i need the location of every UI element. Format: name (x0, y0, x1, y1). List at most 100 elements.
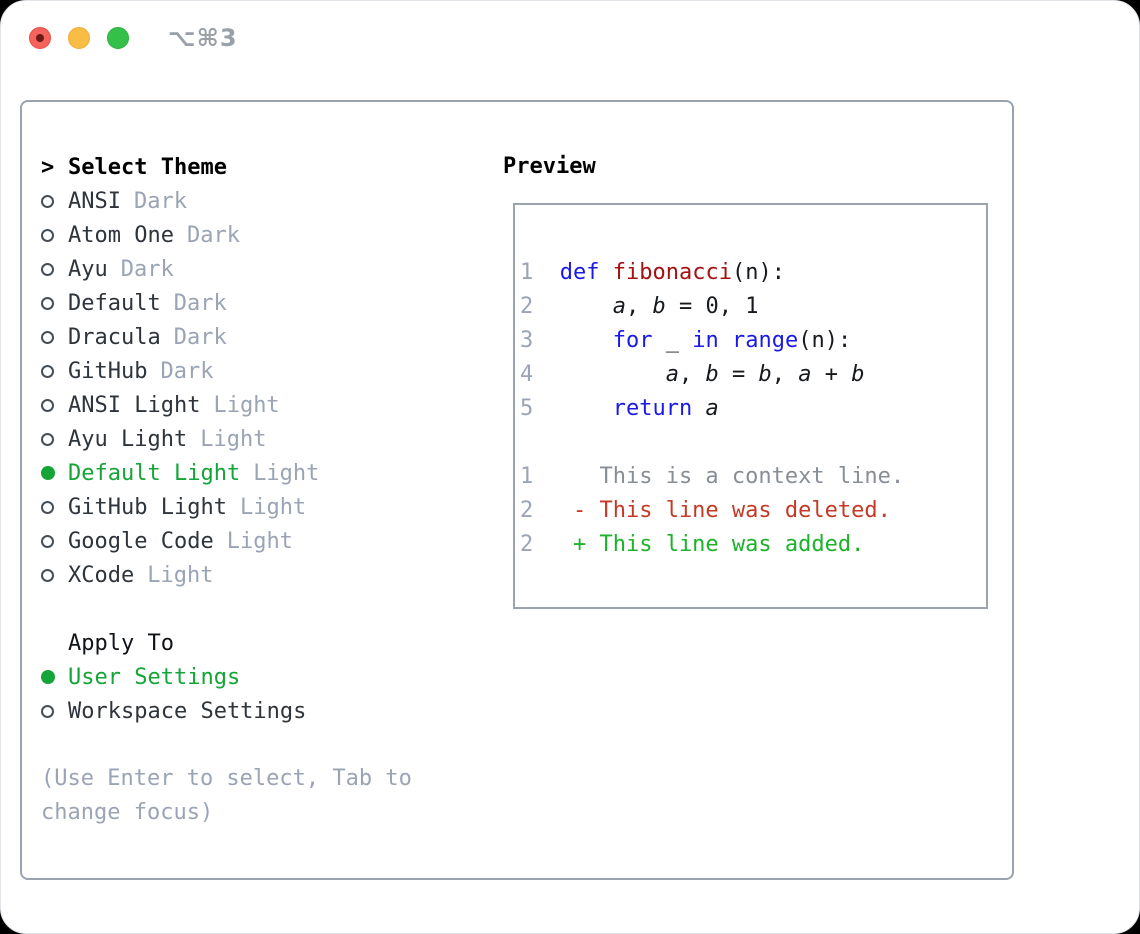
theme-name: GitHub Light (68, 494, 227, 520)
radio-selected-icon (41, 670, 55, 684)
theme-name: Ayu Light (68, 426, 188, 452)
line-number: 5 (520, 395, 534, 421)
theme-option[interactable]: Default Dark (41, 286, 483, 320)
theme-name: Default Light (68, 460, 241, 486)
apply-option[interactable]: Workspace Settings (41, 694, 483, 728)
selection-prompt-icon: > (41, 154, 55, 180)
theme-variant: Light (226, 528, 293, 554)
line-number: 2 (520, 531, 534, 557)
apply-to-header: Apply To (41, 626, 483, 660)
select-theme-header: > Select Theme (41, 150, 483, 184)
apply-to-title: Apply To (68, 630, 174, 656)
code-line: 2 a, b = 0, 1 (520, 289, 986, 323)
select-theme-title: Select Theme (68, 154, 227, 180)
titlebar: ⌥⌘3 (1, 1, 1139, 75)
radio-icon (41, 228, 54, 242)
radio-icon (41, 296, 54, 310)
line-number: 3 (520, 327, 534, 353)
theme-option[interactable]: Atom One Dark (41, 218, 483, 252)
theme-variant: Dark (186, 222, 240, 248)
code-line: 1 def fibonacci(n): (520, 255, 986, 289)
hint-text: (Use Enter to select, Tab to change focu… (41, 766, 412, 825)
code-line: 4 a, b = b, a + b (520, 357, 986, 391)
theme-option[interactable]: Google Code Light (41, 524, 483, 558)
apply-option[interactable]: User Settings (41, 660, 483, 694)
spacer (41, 592, 483, 626)
radio-icon (41, 398, 54, 412)
radio-icon (41, 432, 54, 446)
code-content: def fibonacci(n): (559, 259, 785, 285)
theme-name: Google Code (68, 528, 214, 554)
radio-icon (41, 364, 54, 378)
code-content: return a (612, 395, 719, 421)
radio-icon (41, 194, 54, 208)
theme-option[interactable]: Ayu Light Light (41, 422, 483, 456)
theme-variant: Dark (173, 324, 227, 350)
apply-option-label: Workspace Settings (68, 698, 307, 724)
theme-variant: Light (200, 426, 267, 452)
code-content: for _ in range(n): (612, 327, 852, 353)
theme-name: Ayu (68, 256, 108, 282)
theme-name: XCode (68, 562, 135, 588)
theme-option[interactable]: GitHub Light Light (41, 490, 483, 524)
theme-option[interactable]: ANSI Light Light (41, 388, 483, 422)
unsaved-indicator-icon (36, 34, 44, 42)
close-button[interactable] (29, 27, 51, 49)
theme-name: ANSI Light (68, 392, 201, 418)
theme-variant: Dark (133, 188, 187, 214)
radio-icon (41, 534, 54, 548)
diff-line: 2 + This line was added. (520, 527, 986, 561)
diff-content: + This line was added. (559, 531, 865, 557)
diff-line: 2 - This line was deleted. (520, 493, 986, 527)
line-number: 1 (520, 463, 534, 489)
minimize-button[interactable] (68, 27, 90, 49)
zoom-button[interactable] (107, 27, 129, 49)
code-line: 5 return a (520, 391, 986, 425)
theme-name: Atom One (68, 222, 174, 248)
theme-option[interactable]: Default Light Light (41, 456, 483, 490)
radio-icon (41, 330, 54, 344)
spacer (41, 728, 483, 762)
spacer (520, 425, 986, 459)
theme-variant: Light (213, 392, 280, 418)
theme-option[interactable]: XCode Light (41, 558, 483, 592)
diff-content: - This line was deleted. (559, 497, 891, 523)
line-number: 2 (520, 497, 534, 523)
line-number: 1 (520, 259, 534, 285)
theme-variant: Light (147, 562, 214, 588)
diff-line: 1 This is a context line. (520, 459, 986, 493)
radio-selected-icon (41, 466, 55, 480)
radio-icon (41, 500, 54, 514)
apply-option-label: User Settings (68, 664, 241, 690)
theme-variant: Light (253, 460, 320, 486)
theme-name: Default (68, 290, 161, 316)
theme-option[interactable]: Dracula Dark (41, 320, 483, 354)
diff-preview: 1 This is a context line.2 - This line w… (520, 459, 986, 561)
code-content: a, b = b, a + b (665, 361, 865, 387)
theme-variant: Dark (173, 290, 227, 316)
radio-icon (41, 262, 54, 276)
radio-icon (41, 704, 54, 718)
theme-name: ANSI (68, 188, 121, 214)
theme-name: Dracula (68, 324, 161, 350)
radio-icon (41, 568, 54, 582)
window-shortcut-label: ⌥⌘3 (168, 24, 238, 52)
line-number: 2 (520, 293, 534, 319)
diff-content: This is a context line. (559, 463, 905, 489)
theme-variant: Dark (160, 358, 214, 384)
theme-option[interactable]: ANSI Dark (41, 184, 483, 218)
code-content: a, b = 0, 1 (612, 293, 759, 319)
line-number: 4 (520, 361, 534, 387)
code-line: 3 for _ in range(n): (520, 323, 986, 357)
theme-variant: Light (239, 494, 307, 520)
